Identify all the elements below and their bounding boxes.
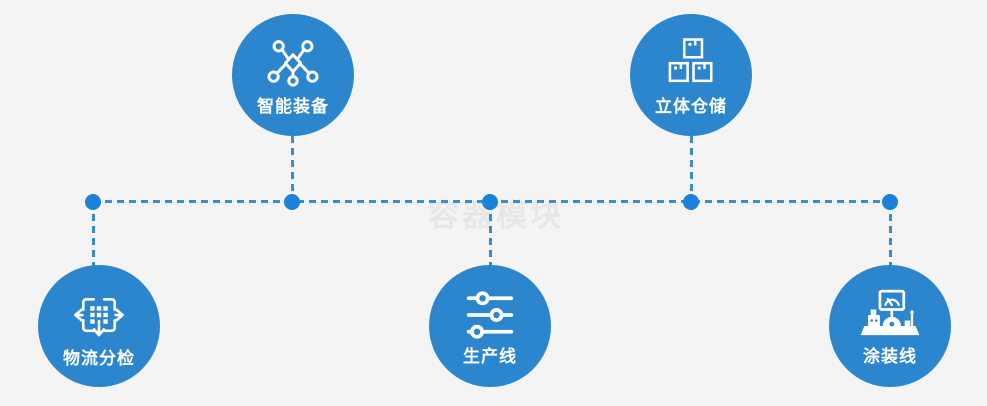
branch-line-coating bbox=[888, 202, 892, 266]
node-smart-equipment: 智能装备 bbox=[232, 14, 354, 136]
junction-dot bbox=[882, 194, 898, 210]
junction-dot bbox=[482, 194, 498, 210]
branch-line-warehouse bbox=[689, 136, 693, 202]
node-label: 涂装线 bbox=[863, 347, 917, 366]
branch-line-production bbox=[488, 202, 492, 266]
sliders-icon bbox=[462, 289, 518, 341]
junction-dot bbox=[284, 194, 300, 210]
branch-line-smart-equipment bbox=[290, 136, 294, 202]
node-warehouse: 立体仓储 bbox=[630, 14, 752, 136]
sorting-arrows-icon bbox=[71, 287, 127, 343]
junction-dot bbox=[683, 194, 699, 210]
node-coating-line: 涂装线 bbox=[829, 265, 951, 387]
node-label: 生产线 bbox=[463, 347, 517, 366]
junction-dot bbox=[85, 194, 101, 210]
node-label: 立体仓储 bbox=[655, 97, 727, 116]
node-label: 物流分检 bbox=[63, 349, 135, 368]
node-logistics-sorting: 物流分检 bbox=[38, 265, 160, 387]
node-production-line: 生产线 bbox=[429, 265, 551, 387]
control-station-icon bbox=[857, 289, 923, 341]
branch-line-logistics bbox=[91, 202, 95, 266]
stacked-boxes-icon bbox=[664, 37, 718, 91]
network-nodes-icon bbox=[266, 37, 320, 91]
node-label: 智能装备 bbox=[257, 97, 329, 116]
